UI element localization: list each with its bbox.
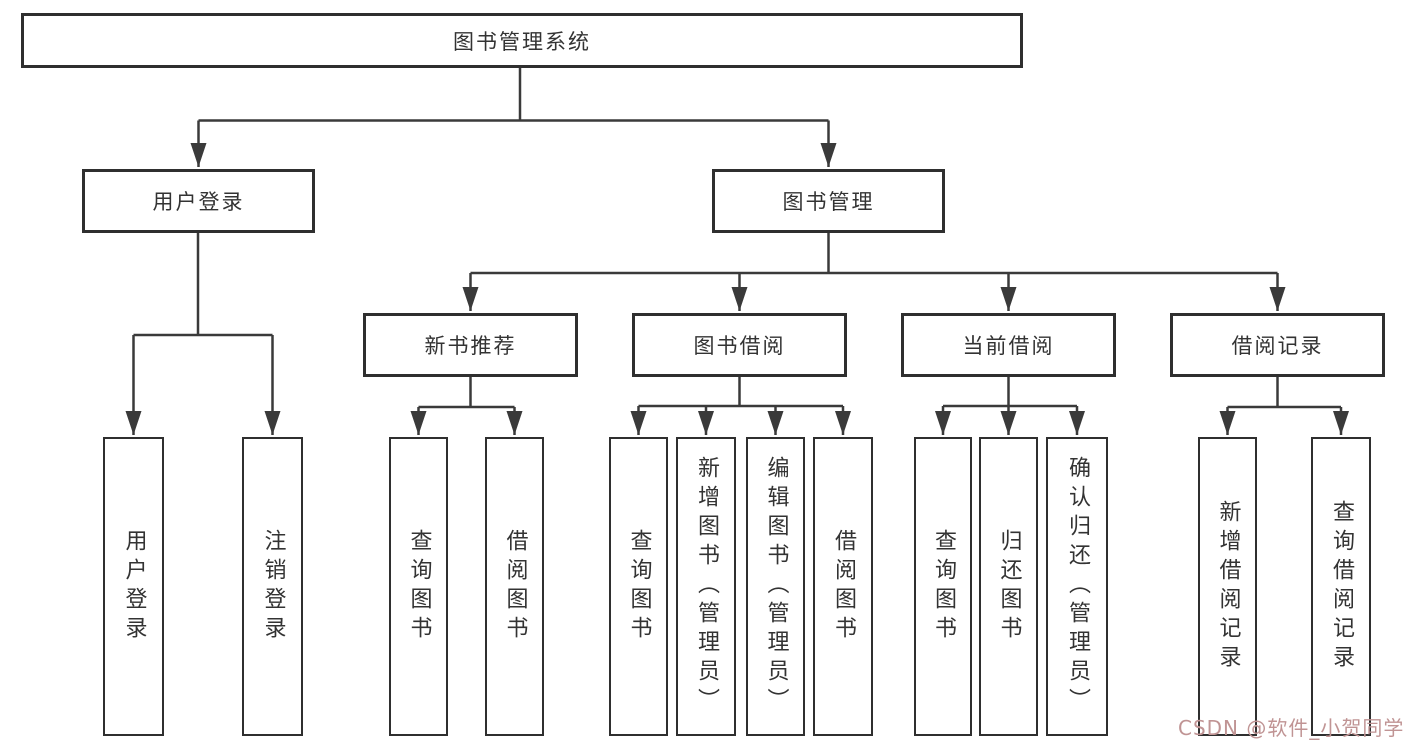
node-borrow-records: 借阅记录 — [1170, 313, 1385, 377]
leaf-add-book-admin-label: 新增图书（管理员） — [694, 456, 719, 717]
leaf-user-login-label: 用户登录 — [121, 528, 147, 645]
leaf-confirm-return-admin: 确认归还（管理员） — [1046, 437, 1108, 736]
node-book-management: 图书管理 — [712, 169, 945, 233]
leaf-query-books-borrow-label: 查询图书 — [626, 528, 652, 645]
leaf-confirm-return-admin-label: 确认归还（管理员） — [1065, 456, 1090, 717]
leaf-query-books-recommend-label: 查询图书 — [406, 528, 432, 645]
node-user-login: 用户登录 — [82, 169, 315, 233]
leaf-edit-book-admin-label: 编辑图书（管理员） — [763, 456, 789, 717]
leaf-return-books: 归还图书 — [979, 437, 1038, 736]
leaf-query-books-recommend: 查询图书 — [389, 437, 448, 736]
leaf-borrow-books-recommend: 借阅图书 — [485, 437, 544, 736]
leaf-add-book-admin: 新增图书（管理员） — [676, 437, 736, 736]
leaf-query-borrow-record-label: 查询借阅记录 — [1329, 499, 1354, 674]
node-book-borrow: 图书借阅 — [632, 313, 847, 377]
node-system: 图书管理系统 — [21, 13, 1023, 68]
leaf-edit-book-admin: 编辑图书（管理员） — [746, 437, 805, 736]
leaf-query-books-current: 查询图书 — [914, 437, 972, 736]
leaf-query-books-borrow: 查询图书 — [609, 437, 668, 736]
leaf-logout-label: 注销登录 — [260, 528, 286, 645]
leaf-logout: 注销登录 — [242, 437, 303, 736]
node-new-book-recommend: 新书推荐 — [363, 313, 578, 377]
watermark: CSDN @软件_小贺同学 — [1178, 716, 1405, 740]
leaf-add-borrow-record: 新增借阅记录 — [1198, 437, 1257, 736]
leaf-borrow-books-borrow: 借阅图书 — [813, 437, 873, 736]
node-current-borrow: 当前借阅 — [901, 313, 1116, 377]
leaf-query-books-current-label: 查询图书 — [931, 528, 956, 645]
leaf-borrow-books-borrow-label: 借阅图书 — [831, 528, 856, 645]
leaf-user-login: 用户登录 — [103, 437, 164, 736]
leaf-add-borrow-record-label: 新增借阅记录 — [1215, 499, 1241, 674]
leaf-return-books-label: 归还图书 — [996, 528, 1022, 645]
leaf-borrow-books-recommend-label: 借阅图书 — [502, 528, 528, 645]
leaf-query-borrow-record: 查询借阅记录 — [1311, 437, 1371, 736]
